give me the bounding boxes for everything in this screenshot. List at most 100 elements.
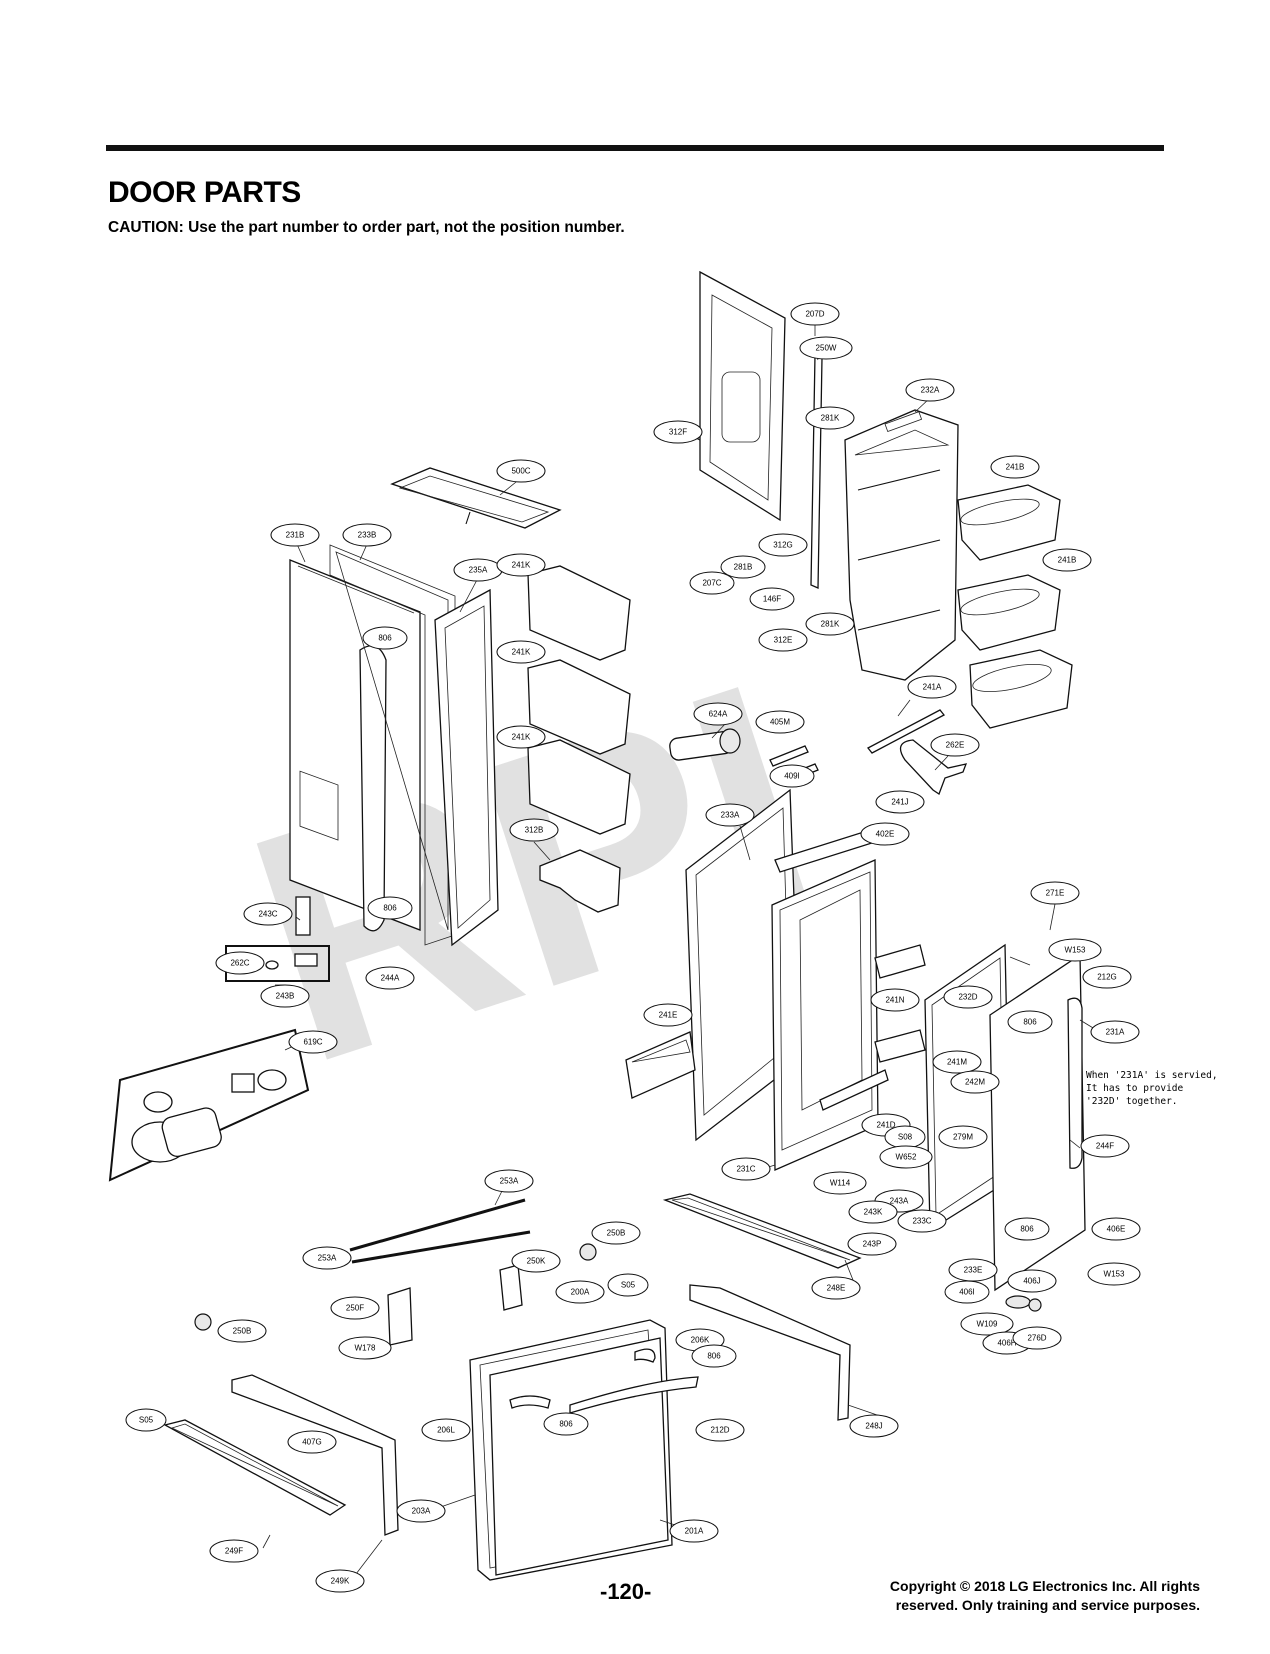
- label-bubble-241J: [875, 790, 925, 814]
- label-text-S05_a: S05: [621, 1281, 636, 1290]
- label-text-212G: 212G: [1097, 973, 1117, 982]
- label-text-250F: 250F: [346, 1304, 364, 1313]
- part-243C-hinge: [295, 896, 311, 936]
- label-text-806_b: 806: [383, 904, 397, 913]
- label-bubble-806_e: [691, 1344, 737, 1368]
- label-text-624A: 624A: [709, 710, 728, 719]
- label-bubble-281K_b: [805, 612, 855, 636]
- label-bubble-233C: [897, 1209, 947, 1233]
- label-text-241A: 241A: [923, 683, 942, 692]
- label-text-212D: 212D: [710, 1426, 729, 1435]
- label-text-271E: 271E: [1046, 889, 1065, 898]
- part-249F-rail: [163, 1419, 347, 1516]
- copyright-line-2: reserved. Only training and service purp…: [895, 1597, 1200, 1613]
- label-bubble-624A: [693, 702, 743, 726]
- label-bubble-806_a: [362, 626, 408, 650]
- label-bubble-W652: [879, 1145, 933, 1169]
- part-249K-rail: [231, 1374, 399, 1536]
- label-bubble-244F: [1080, 1134, 1130, 1158]
- label-text-244F: 244F: [1096, 1142, 1114, 1151]
- label-text-201A: 201A: [685, 1527, 704, 1536]
- label-text-241N: 241N: [885, 996, 904, 1005]
- label-text-243K: 243K: [864, 1208, 883, 1217]
- label-bubble-250B_a: [591, 1221, 641, 1245]
- label-text-231A: 231A: [1106, 1028, 1125, 1037]
- label-bubble-241E: [643, 1003, 693, 1027]
- part-241N-bins: [874, 944, 926, 1063]
- label-bubble-212G: [1082, 965, 1132, 989]
- label-bubble-231B: [270, 523, 320, 547]
- label-text-250W: 250W: [816, 344, 837, 353]
- note-line-3: '232D' together.: [1086, 1096, 1178, 1107]
- label-text-241B_a: 241B: [1006, 463, 1025, 472]
- label-text-281K_a: 281K: [821, 414, 840, 423]
- label-bubble-S05_b: [125, 1408, 167, 1432]
- label-bubble-241B_b: [1042, 548, 1092, 572]
- part-241K-bins: [527, 565, 631, 835]
- part-250F-bracket: [387, 1287, 413, 1346]
- label-bubble-200A: [555, 1280, 605, 1304]
- label-bubble-203A: [396, 1499, 446, 1523]
- label-text-253A: 253A: [500, 1177, 519, 1186]
- label-text-806_e: 806: [707, 1352, 721, 1361]
- page-number: -120-: [600, 1579, 652, 1604]
- label-text-241K_b: 241K: [512, 648, 531, 657]
- label-bubble-249F: [209, 1539, 259, 1563]
- label-text-W114: W114: [830, 1179, 851, 1188]
- label-text-250B_a: 250B: [607, 1229, 626, 1238]
- service-note: When '231A' is servied, It has to provid…: [1086, 1070, 1218, 1107]
- label-text-806_f: 806: [559, 1420, 573, 1429]
- label-text-200A: 200A: [571, 1288, 590, 1297]
- label-text-241E: 241E: [659, 1011, 678, 1020]
- label-bubble-242M: [950, 1070, 1000, 1094]
- label-bubble-248E: [811, 1276, 861, 1300]
- label-text-207C: 207C: [702, 579, 721, 588]
- label-bubble-409I: [769, 764, 815, 788]
- label-bubble-241M: [932, 1050, 982, 1074]
- header-rule: [106, 145, 1164, 151]
- label-text-146F: 146F: [763, 595, 781, 604]
- label-text-203A: 203A: [412, 1507, 431, 1516]
- part-231A-right-door: [989, 953, 1086, 1292]
- label-bubble-207D: [790, 302, 840, 326]
- part-624A-filter: [669, 728, 741, 761]
- label-bubble-207C: [689, 571, 735, 595]
- label-bubble-312E: [758, 628, 808, 652]
- note-line-1: When '231A' is servied,: [1086, 1070, 1218, 1081]
- label-text-279M: 279M: [953, 1133, 973, 1142]
- label-text-248E: 248E: [827, 1284, 846, 1293]
- label-text-S08: S08: [898, 1133, 913, 1142]
- part-253A-seal-strips: [349, 1198, 531, 1264]
- label-bubble-243K: [848, 1200, 898, 1224]
- part-241E-bin: [625, 1031, 696, 1099]
- part-250W-strip: [810, 354, 823, 589]
- label-bubble-619C: [288, 1030, 338, 1054]
- label-text-250B_b: 250B: [233, 1327, 252, 1336]
- label-bubble-806_f: [543, 1412, 589, 1436]
- label-bubble-241N: [870, 988, 920, 1012]
- part-232A-housing: [844, 409, 959, 681]
- label-bubble-407G: [287, 1430, 337, 1454]
- label-bubble-S05_a: [607, 1273, 649, 1297]
- label-bubble-402E: [860, 822, 910, 846]
- label-bubble-249K: [315, 1569, 365, 1593]
- part-619C-motor-inset: [108, 1028, 310, 1182]
- label-bubble-276D: [1012, 1326, 1062, 1350]
- label-text-W178: W178: [355, 1344, 376, 1353]
- label-bubble-262E: [930, 733, 980, 757]
- label-bubble-806_b: [367, 896, 413, 920]
- label-bubble-233B: [342, 523, 392, 547]
- label-text-406I: 406I: [959, 1288, 975, 1297]
- label-text-232A: 232A: [921, 386, 940, 395]
- label-text-241B_b: 241B: [1058, 556, 1077, 565]
- part-312F-divider-panel: [689, 270, 786, 522]
- part-241B-bins: [957, 484, 1073, 729]
- label-text-W153_b: W153: [1104, 1270, 1125, 1279]
- label-bubble-201A: [669, 1519, 719, 1543]
- label-bubble-146F: [749, 587, 795, 611]
- label-bubble-212D: [695, 1418, 745, 1442]
- label-text-233E: 233E: [964, 1266, 983, 1275]
- label-text-262E: 262E: [946, 741, 965, 750]
